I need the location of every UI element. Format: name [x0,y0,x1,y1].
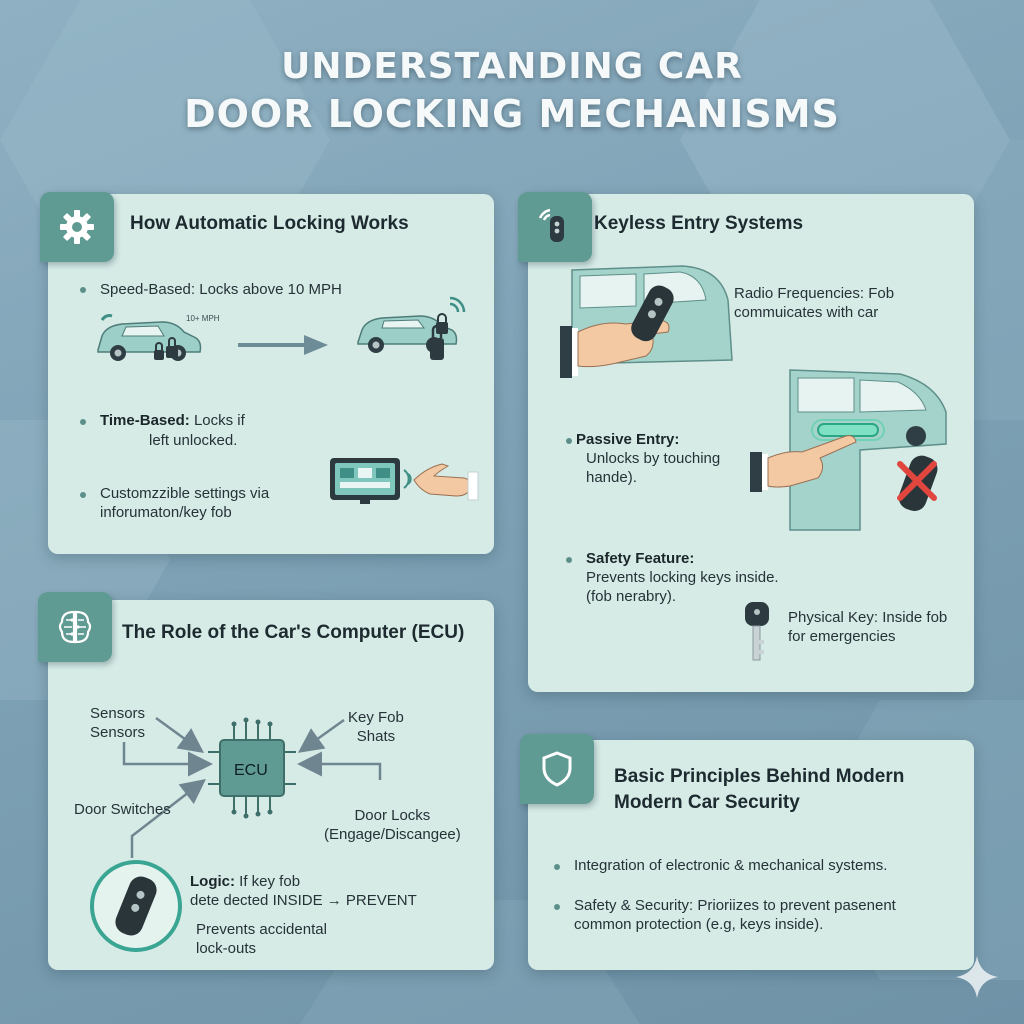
time-based-text-line2: left unlocked. [149,432,238,449]
logic-text: Logic: If key fob dete dected INSIDE → P… [190,873,417,909]
key-fob-signal-icon [538,208,564,242]
sparkle-icon [956,956,998,998]
panel-automatic-locking-tab [40,192,114,262]
key-fob-label: Key Fob Shats [348,709,404,745]
panel-keyless-entry: Keyless Entry Systems Radio Frequencies:… [518,192,974,692]
panel-automatic-locking: How Automatic Locking Works Speed-Based:… [40,192,494,554]
sensors-label: Sensors Sensors [90,705,146,741]
safety-security-text: Safety & Security: Prioriizes to prevent… [574,897,896,933]
panel-security-tab [520,734,594,804]
panel-security-heading: Basic Principles Behind Modern Modern Ca… [614,766,905,813]
brain-circuit-icon [58,610,92,644]
car-locked-illustration [357,296,466,360]
shield-icon [542,751,572,787]
page-title: UNDERSTANDING CAR DOOR LOCKING MECHANISM… [0,44,1024,138]
ecu-flow-diagram [122,716,382,858]
car-speed-lock-illustration [97,314,202,361]
panel-keyless-entry-heading: Keyless Entry Systems [594,213,804,234]
integration-text: Integration of electronic & mechanical s… [574,857,888,874]
arrow-right-icon [238,335,328,355]
title-line-1: UNDERSTANDING CAR [281,46,743,87]
physical-key-icon [745,602,769,661]
hand-holding-fob-illustration [560,265,733,378]
door-locks-label: Door Locks (Engage/Discangee) [324,807,461,843]
ecu-chip [219,739,285,797]
panel-security: Basic Principles Behind Modern Modern Ca… [520,734,974,970]
panel-automatic-locking-heading: How Automatic Locking Works [130,213,409,234]
title-line-2: DOOR LOCKING MECHANISMS [184,92,840,136]
ecu-chip-label: ECU [234,762,268,779]
radio-frequencies-text: Radio Frequencies: Fob commuicates with … [734,285,895,321]
safety-feature-text: Safety Feature: Prevents locking keys in… [586,550,779,605]
passive-entry-text: Passive Entry: Unlocks by touching hande… [576,431,721,486]
dashboard-screen-hand-illustration [330,458,479,504]
panel-ecu-tab [38,592,112,662]
hand-touching-door-handle-illustration [750,369,947,531]
speed-based-text: Speed-Based: Locks above 10 MPH [100,281,342,298]
gear-icon [60,210,94,244]
custom-settings-text: Customzzible settings via inforumaton/ke… [100,485,270,521]
prevents-lockouts-text: Prevents accidental lock-outs [196,921,327,957]
physical-key-text: Physical Key: Inside fob for emergencies [788,609,948,645]
panel-ecu-heading: The Role of the Car's Computer (ECU) [122,622,465,643]
door-switches-label: Door Switches [74,801,171,818]
speed-tag: 10+ MPH [186,314,220,323]
key-fob-circle-icon [90,860,182,952]
panel-keyless-entry-tab [518,192,592,262]
panel-ecu: The Role of the Car's Computer (ECU) EC [38,592,494,970]
time-based-text: Time-Based: Locks if [100,412,245,429]
